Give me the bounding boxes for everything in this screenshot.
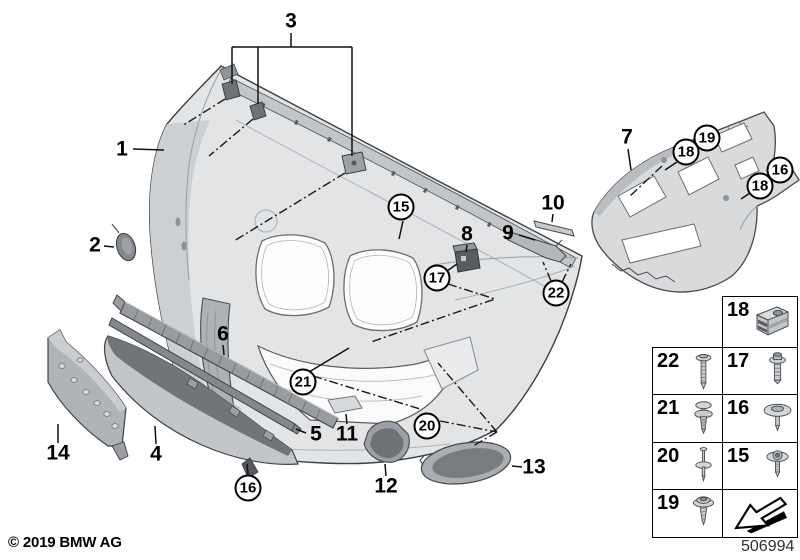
callout-16-circled[interactable]: 16 <box>766 156 794 184</box>
fastener-cell-22[interactable]: 22 <box>652 347 724 396</box>
callout-19-circled[interactable]: 19 <box>693 124 721 152</box>
fastener-number: 18 <box>727 299 750 321</box>
callout-9[interactable]: 9 <box>502 221 514 245</box>
fastener-cell-15[interactable]: 15 <box>722 441 798 491</box>
cage-nut-icon <box>750 302 794 342</box>
kidney-grille-right <box>343 249 423 332</box>
part-support-strips <box>507 220 575 263</box>
pin-rivet-icon <box>687 445 720 487</box>
callout-17-circled[interactable]: 17 <box>423 264 451 292</box>
callout-14[interactable]: 14 <box>46 441 70 465</box>
direction-arrow-icon <box>729 492 791 534</box>
fastener-cell-19[interactable]: 19 <box>652 488 724 538</box>
part-tow-eye-cover <box>111 223 137 262</box>
fastener-number: 17 <box>727 350 750 372</box>
fastener-cell-16[interactable]: 16 <box>722 394 798 444</box>
fastener-number: 16 <box>727 397 750 420</box>
tow-eye-outline <box>254 209 278 233</box>
part-carrier <box>591 111 800 293</box>
diagram-number: 506994 <box>741 538 795 555</box>
part-mounting-brackets <box>221 79 367 175</box>
expansion-rivet-icon <box>687 398 720 440</box>
callout-5[interactable]: 5 <box>310 422 322 446</box>
fastener-number: 22 <box>657 350 680 372</box>
callout-3[interactable]: 3 <box>285 9 297 33</box>
callout-12[interactable]: 12 <box>374 474 398 498</box>
callout-22-circled[interactable]: 22 <box>542 279 570 307</box>
fog-lamp-recess <box>423 336 479 390</box>
callout-4[interactable]: 4 <box>150 442 162 466</box>
part-grille-insert <box>419 441 512 485</box>
callout-lines <box>57 33 751 477</box>
washer-screw-icon <box>761 445 794 487</box>
tapping-screw-icon <box>687 492 720 534</box>
assembly-lines <box>181 98 663 447</box>
fastener-cell-21[interactable]: 21 <box>652 394 724 444</box>
callout-16-circled[interactable]: 16 <box>234 474 262 502</box>
callout-11[interactable]: 11 <box>335 422 359 446</box>
fastener-cell-17[interactable]: 17 <box>722 347 798 396</box>
callout-15-circled[interactable]: 15 <box>387 193 415 221</box>
callout-2[interactable]: 2 <box>89 233 101 257</box>
fastener-number: 20 <box>657 444 680 467</box>
callout-6[interactable]: 6 <box>217 322 229 346</box>
fastener-cell-arrow[interactable] <box>722 488 798 538</box>
callout-18-circled[interactable]: 18 <box>672 138 700 166</box>
part-lower-trim <box>103 335 299 479</box>
copyright-text: © 2019 BMW AG <box>8 534 122 551</box>
part-trim-strip <box>108 317 302 435</box>
large-washer-screw-icon <box>761 398 794 440</box>
fastener-number: 15 <box>727 444 750 467</box>
part-front-bumper <box>148 63 583 465</box>
part-grille-reinforcement <box>112 294 339 429</box>
callout-10[interactable]: 10 <box>541 191 565 215</box>
callout-8[interactable]: 8 <box>461 222 473 246</box>
fastener-number: 21 <box>657 397 680 420</box>
part-license-plate-filler <box>47 329 129 461</box>
fastener-number: 19 <box>657 491 680 514</box>
long-screw-icon <box>687 350 720 392</box>
callout-18-circled[interactable]: 18 <box>746 172 774 200</box>
callout-1[interactable]: 1 <box>116 137 128 161</box>
callout-21-circled[interactable]: 21 <box>289 368 317 396</box>
fastener-cell-18[interactable]: 18 <box>722 296 798 349</box>
part-bracket <box>452 242 481 273</box>
part-fog-trim <box>363 420 410 463</box>
callout-7[interactable]: 7 <box>621 125 633 149</box>
callout-20-circled[interactable]: 20 <box>413 412 441 440</box>
callout-13[interactable]: 13 <box>522 455 546 479</box>
flange-bolt-icon <box>761 350 794 392</box>
kidney-grille-left <box>255 234 335 317</box>
part-pad <box>327 395 363 414</box>
fastener-cell-20[interactable]: 20 <box>652 441 724 491</box>
